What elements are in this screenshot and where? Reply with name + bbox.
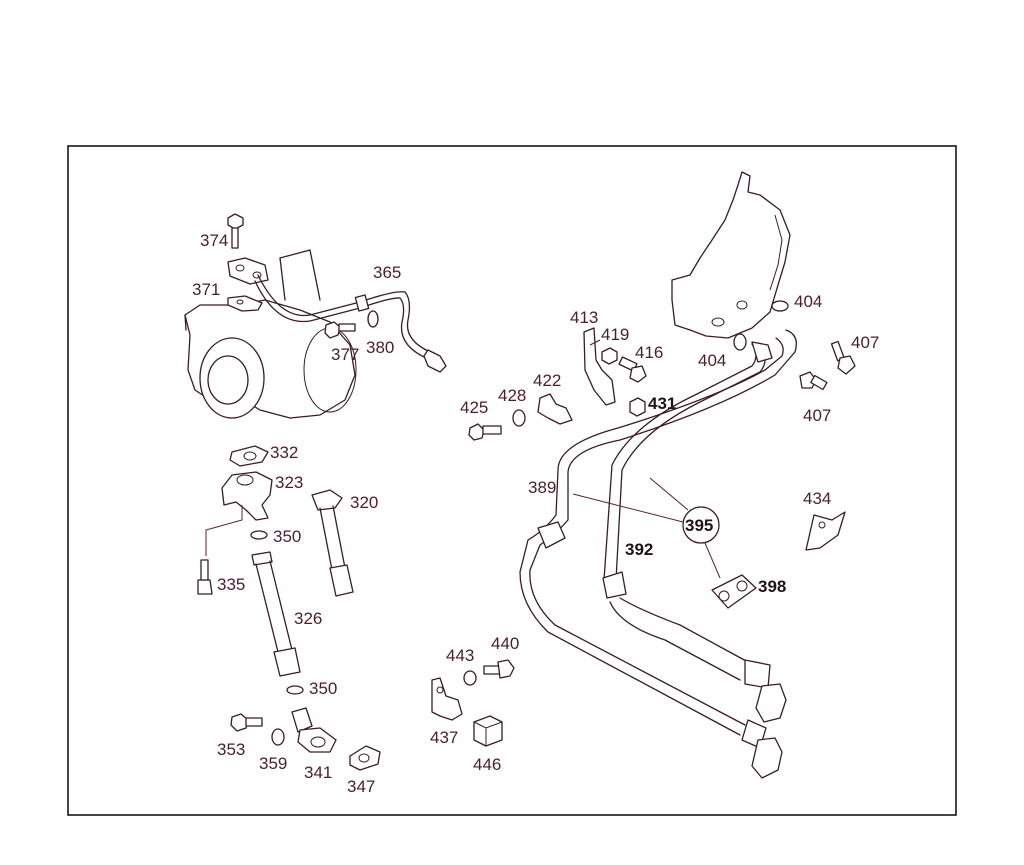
label-377: 377 xyxy=(331,345,359,364)
label-431: 431 xyxy=(648,394,676,413)
oil-line-365 xyxy=(254,274,447,373)
label-413: 413 xyxy=(570,308,598,327)
label-434: 434 xyxy=(803,489,831,508)
bracket-413 xyxy=(583,327,616,406)
label-350-top: 350 xyxy=(273,527,301,546)
label-389: 389 xyxy=(528,478,556,497)
label-374: 374 xyxy=(200,231,228,250)
clip-422 xyxy=(537,393,573,425)
flange-371 xyxy=(227,257,269,312)
label-365: 365 xyxy=(373,263,401,282)
gasket-332 xyxy=(229,445,269,467)
bolt-407-upper xyxy=(830,340,856,375)
transmission-housing xyxy=(671,171,791,339)
nut-419 xyxy=(601,347,618,365)
seal-380 xyxy=(367,310,379,328)
nut-431 xyxy=(629,397,646,417)
label-398: 398 xyxy=(758,577,786,596)
washer-428 xyxy=(512,409,526,427)
union-341 xyxy=(291,707,337,753)
pipe-320 xyxy=(311,489,354,597)
seal-404-lower xyxy=(733,333,747,351)
label-320: 320 xyxy=(350,493,378,512)
washer-443 xyxy=(463,670,477,686)
flange-323 xyxy=(205,471,273,556)
label-323: 323 xyxy=(275,473,303,492)
block-446 xyxy=(473,715,503,747)
pipe-326 xyxy=(251,551,301,677)
bolt-377 xyxy=(324,321,356,339)
oil-line-389 xyxy=(519,329,797,779)
bracket-437 xyxy=(431,677,463,721)
diagram-frame xyxy=(67,145,957,816)
seal-404-upper xyxy=(771,300,789,312)
bolt-425 xyxy=(468,423,502,441)
label-404-lower: 404 xyxy=(698,351,726,370)
label-335: 335 xyxy=(217,575,245,594)
seal-350-bottom xyxy=(286,685,304,695)
bracket-434 xyxy=(805,511,846,551)
bolt-353 xyxy=(230,713,263,732)
bolt-407-lower xyxy=(799,371,828,391)
grommet-398 xyxy=(711,574,757,609)
turbocharger xyxy=(184,249,357,419)
label-440: 440 xyxy=(491,634,519,653)
bolt-416 xyxy=(618,356,647,383)
oil-line-392 xyxy=(602,341,787,723)
label-407-upper: 407 xyxy=(851,333,879,352)
label-422: 422 xyxy=(533,371,561,390)
label-437: 437 xyxy=(430,728,458,747)
label-428: 428 xyxy=(498,386,526,405)
part-395-callout xyxy=(572,477,721,579)
label-446: 446 xyxy=(473,755,501,774)
label-404-upper: 404 xyxy=(794,292,822,311)
label-395: 395 xyxy=(685,516,713,535)
label-425: 425 xyxy=(460,398,488,417)
label-350-bottom: 350 xyxy=(309,679,337,698)
bolt-374 xyxy=(227,213,244,249)
label-353: 353 xyxy=(217,740,245,759)
label-326: 326 xyxy=(294,609,322,628)
gasket-347 xyxy=(349,745,381,771)
seal-350-top xyxy=(250,530,268,540)
label-419: 419 xyxy=(601,325,629,344)
label-443: 443 xyxy=(446,646,474,665)
label-416: 416 xyxy=(635,343,663,362)
label-407-lower: 407 xyxy=(803,406,831,425)
seal-359 xyxy=(271,728,285,746)
label-347: 347 xyxy=(347,777,375,796)
bolt-335 xyxy=(197,559,213,595)
label-332: 332 xyxy=(270,443,298,462)
label-392: 392 xyxy=(625,540,653,559)
label-371: 371 xyxy=(192,280,220,299)
label-359: 359 xyxy=(259,754,287,773)
label-380: 380 xyxy=(366,338,394,357)
label-341: 341 xyxy=(304,763,332,782)
bolt-440 xyxy=(483,659,515,679)
